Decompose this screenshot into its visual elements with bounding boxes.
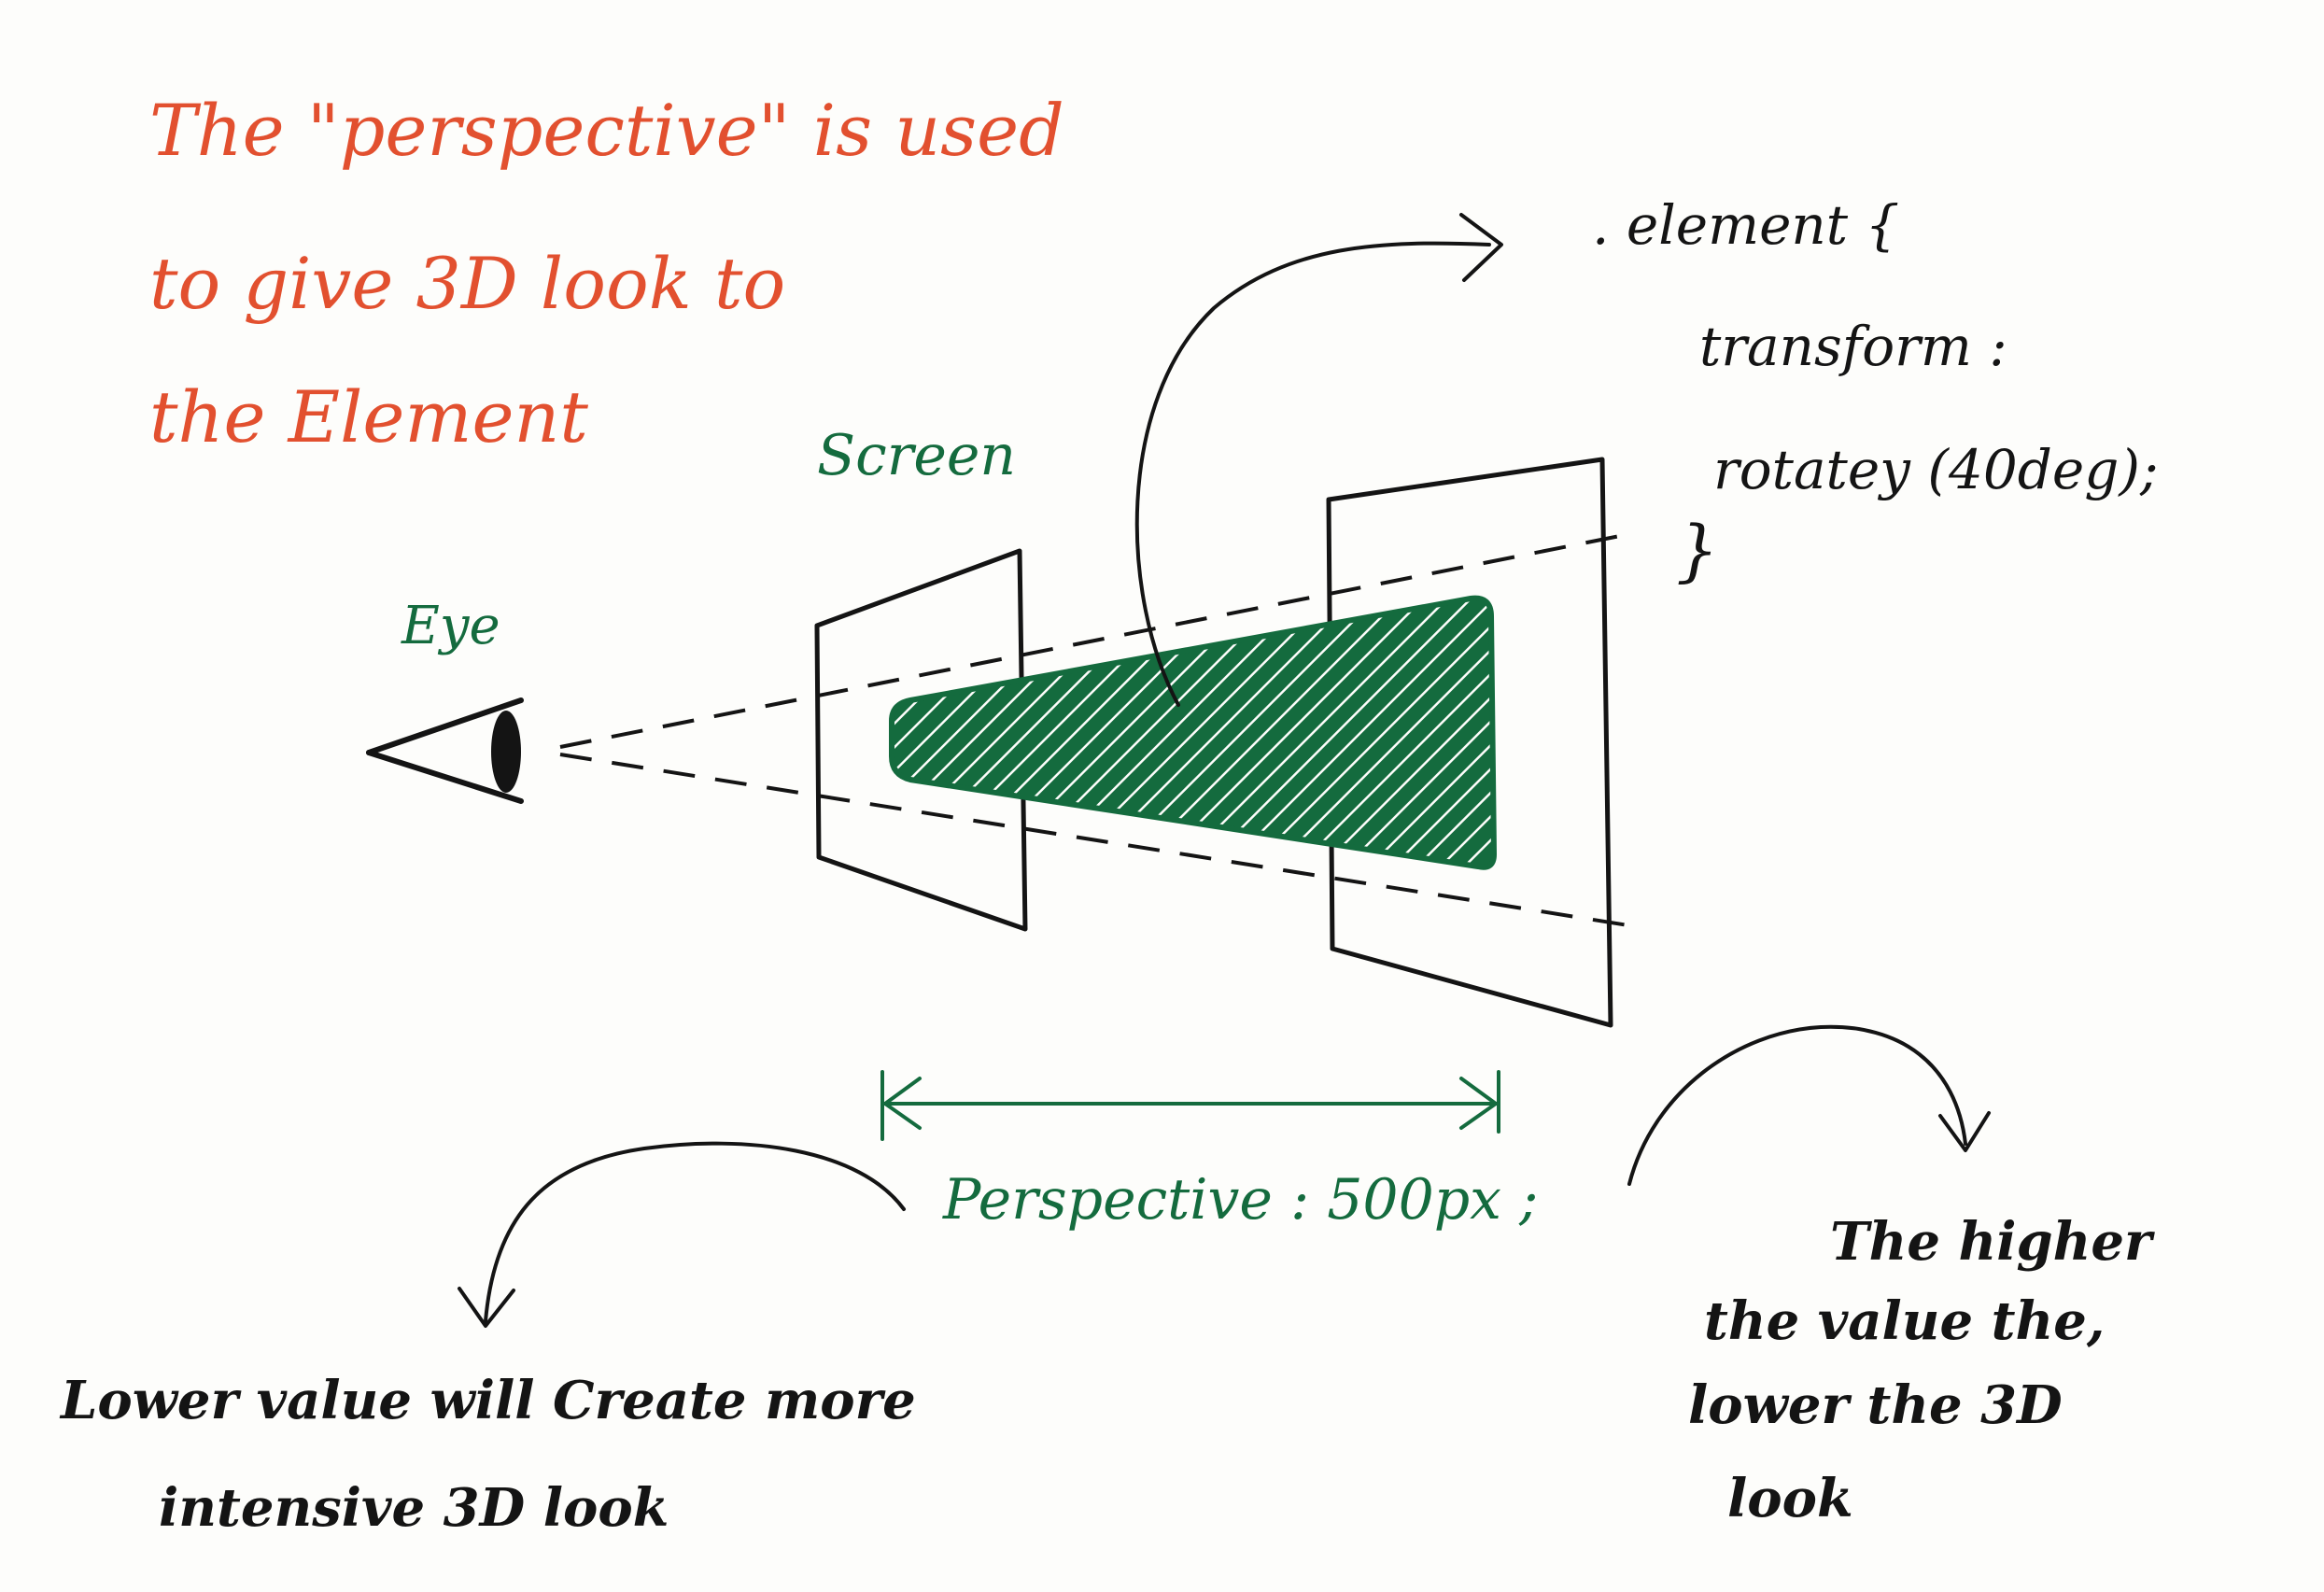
lower-note-arrow-head bbox=[458, 1287, 515, 1328]
sight-lines bbox=[559, 532, 1635, 928]
code-arrow-head bbox=[1459, 213, 1503, 282]
higher-note-line-4: look bbox=[1727, 1468, 1853, 1529]
eye-icon bbox=[366, 697, 524, 804]
lower-note-arrow bbox=[484, 1141, 906, 1323]
intro-line-1: The "perspective" is used bbox=[149, 89, 1064, 172]
higher-note-line-1: The higher bbox=[1830, 1211, 2152, 1273]
projected-element-shape bbox=[889, 595, 1498, 870]
code-line-2: transform : bbox=[1699, 315, 2007, 378]
lower-note-line-2: intensive 3D look bbox=[159, 1477, 669, 1539]
screen-label: Screen bbox=[817, 423, 1017, 488]
code-line-1: . element { bbox=[1592, 193, 1900, 257]
intro-line-3: the Element bbox=[149, 375, 588, 458]
code-arrow bbox=[1134, 241, 1491, 707]
code-line-3: rotatey (40deg); bbox=[1713, 438, 2159, 501]
higher-note-arrow bbox=[1627, 1024, 1967, 1186]
intro-line-2: to give 3D look to bbox=[149, 242, 786, 325]
code-line-4: } bbox=[1676, 511, 1719, 589]
higher-note-line-2: the value the, bbox=[1704, 1290, 2106, 1352]
lower-note-line-1: Lower value will Create more bbox=[61, 1370, 916, 1431]
perspective-distance-arrow bbox=[880, 1070, 1500, 1141]
eye-label: Eye bbox=[401, 596, 500, 656]
higher-note-line-3: lower the 3D bbox=[1688, 1374, 2063, 1436]
perspective-label: Perspective : 500px ; bbox=[943, 1167, 1539, 1233]
higher-note-arrow-head bbox=[1938, 1111, 1991, 1152]
screen-panel-near bbox=[814, 548, 1028, 932]
